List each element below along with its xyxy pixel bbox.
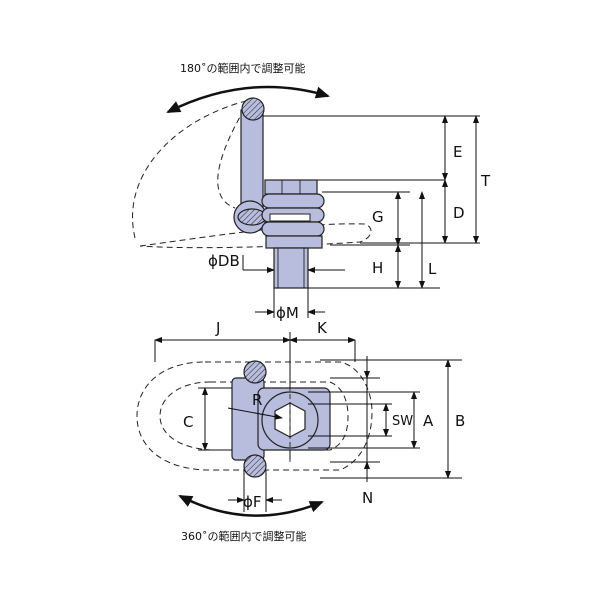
dim-label-b: B: [455, 412, 465, 430]
dim-label-n: N: [362, 489, 373, 507]
lever-end-top: [243, 360, 267, 384]
dim-label-h: H: [372, 259, 383, 277]
lever-top-end: [241, 97, 265, 121]
dim-label-a: A: [423, 412, 434, 430]
hex-nut: [264, 179, 318, 195]
dim-label-e: E: [453, 143, 462, 161]
dim-label-d: D: [453, 204, 465, 222]
dim-label-sw: SW: [392, 414, 413, 429]
caption-360: 360˚の範囲内で調整可能: [181, 529, 307, 543]
collar-ring-1: [261, 193, 325, 209]
ghost-swing-outline: [136, 361, 373, 471]
side-view: 180˚の範囲内で調整可能 E: [132, 61, 491, 322]
dim-label-c: C: [183, 413, 193, 431]
rotation-arrow-180: [166, 85, 330, 114]
top-view: J K C R: [136, 319, 465, 543]
dim-label-m: ϕM: [276, 304, 299, 322]
dim-label-t: T: [480, 172, 491, 190]
threaded-stud: [273, 247, 309, 289]
ghost-lever-outline: [132, 99, 252, 239]
dim-label-f: ϕF: [243, 493, 262, 511]
dim-label-j: J: [215, 319, 220, 337]
dim-label-r: R: [252, 391, 262, 409]
rotation-arrow-360: [178, 494, 324, 517]
collar-ring-3: [261, 221, 325, 237]
base-flange: [265, 235, 323, 249]
lever-end-bottom: [243, 454, 267, 478]
dim-label-k: K: [317, 319, 328, 337]
cross-pin: [269, 213, 311, 222]
dim-label-db: ϕDB: [208, 252, 240, 270]
caption-180: 180˚の範囲内で調整可能: [180, 61, 306, 75]
dim-label-g: G: [372, 208, 384, 226]
dim-label-l: L: [428, 260, 437, 278]
